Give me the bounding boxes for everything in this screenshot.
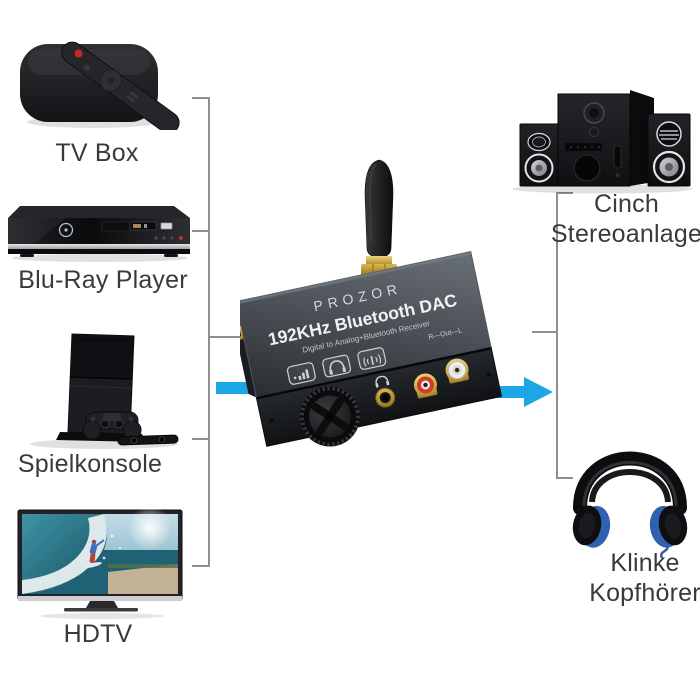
gamepad-stick-left (100, 419, 110, 429)
label-tv-box: TV Box (55, 139, 139, 167)
right-tick-speakers (556, 192, 573, 194)
tvbox-remote (61, 41, 180, 130)
stereo-speakers-figure (502, 86, 694, 194)
screen-wave (22, 514, 107, 594)
left-bracket-output-line (208, 336, 251, 338)
label-bluray-player: Blu-Ray Player (18, 266, 188, 294)
hdtv-screen (22, 508, 178, 594)
remote-power-button (74, 49, 83, 58)
bluray-usb-port (160, 222, 173, 230)
label-hdtv: HDTV (63, 620, 133, 648)
antenna-signal-icon (357, 347, 387, 370)
headphones-icon (322, 354, 352, 378)
headphone-cable (660, 543, 669, 558)
subwoofer-grille (565, 143, 602, 151)
screen-sun-glow (128, 508, 172, 550)
console-camera (117, 434, 179, 446)
game-console-figure (22, 330, 184, 452)
screen-foam (22, 514, 107, 594)
volume-level-icon (286, 362, 316, 385)
bluray-player-figure (4, 200, 196, 262)
bluray-shadow (12, 254, 188, 262)
headband (573, 451, 687, 515)
subwoofer-volume-knob (583, 102, 605, 137)
screen-beach (108, 564, 178, 594)
headphone-jack (375, 375, 396, 408)
headphones-figure (560, 416, 700, 558)
hdtv-figure (16, 508, 188, 620)
left-tick-console (192, 438, 210, 440)
left-tick-bluray (192, 230, 210, 232)
hdtv-stand-neck (86, 601, 118, 608)
label-headphones: Klinke Kopfhörer (589, 549, 700, 607)
subwoofer-port (573, 154, 601, 182)
rca-jack-white (445, 358, 469, 384)
left-tick-tvbox (192, 97, 210, 99)
speakers-shadow (512, 184, 692, 194)
right-bracket-vertical-line (556, 192, 558, 478)
flow-arrow-out (478, 377, 553, 407)
dac-left-side (240, 301, 257, 398)
bluray-silver-stripe (8, 244, 190, 249)
label-game-console: Spielkonsole (17, 450, 163, 478)
tv-box-figure (18, 28, 186, 130)
hdtv-bottom-trim (18, 596, 182, 601)
right-bracket-input-line (532, 331, 557, 333)
left-bracket-vertical-line (208, 97, 210, 567)
bluray-logo (58, 222, 74, 238)
right-tick-headphones (556, 477, 573, 479)
console-gloss-panel (70, 334, 134, 378)
ear-cup-right (649, 505, 688, 548)
antenna-hinge-gold (366, 256, 392, 265)
satellite-speaker-right (647, 113, 691, 187)
bluetooth-antenna (361, 159, 397, 284)
volume-knob (299, 386, 360, 447)
ear-cup-left (572, 505, 611, 548)
bluray-front-face (8, 218, 190, 244)
gamepad-stick-right (114, 419, 124, 429)
satellite-speaker-left (519, 123, 559, 187)
gamepad-touchpad (103, 413, 121, 421)
rca-jack-red (413, 373, 438, 399)
bluray-record-button (179, 236, 183, 240)
subwoofer-slot (613, 145, 622, 169)
left-tick-hdtv (192, 565, 210, 567)
screen-surfer (84, 539, 105, 568)
dac-converter-figure: PROZOR 192KHz Bluetooth DAC Digital to A… (240, 152, 510, 452)
hdtv-stand-base (64, 608, 138, 612)
bluray-top-face (8, 206, 190, 218)
console-gamepad (82, 411, 142, 440)
label-stereo-system: Cinch Stereoanlage (550, 190, 700, 248)
